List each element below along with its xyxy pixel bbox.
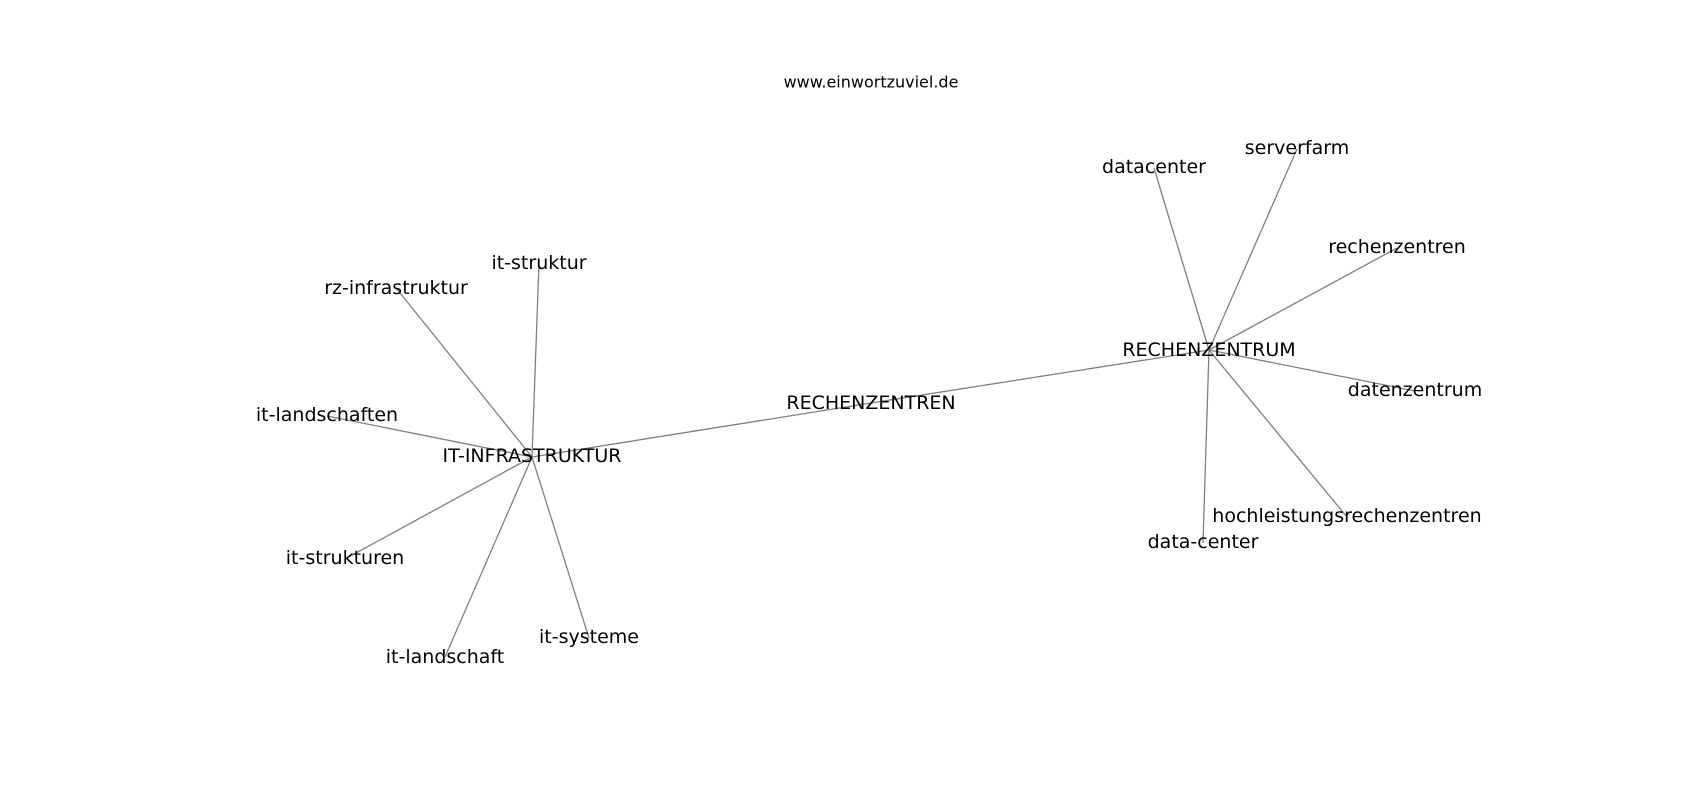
edge-center-to-hub-1 xyxy=(531,402,872,458)
node-hochleistungsrechenzentren: hochleistungsrechenzentren xyxy=(1212,505,1481,527)
node-it-systeme: it-systeme xyxy=(539,626,639,648)
node-it-landschaften: it-landschaften xyxy=(256,404,398,426)
edge-hub2-data-center xyxy=(1202,349,1210,544)
edge-hub1-it-landschaften xyxy=(326,415,533,458)
labels-layer: www.einwortzuviel.de RECHENZENTREN IT-IN… xyxy=(256,73,1482,669)
node-data-center: data-center xyxy=(1148,531,1259,553)
node-datacenter: datacenter xyxy=(1102,156,1206,178)
node-datenzentrum: datenzentrum xyxy=(1348,379,1482,401)
node-hub-rechenzentrum: RECHENZENTRUM xyxy=(1122,339,1295,361)
node-it-landschaft: it-landschaft xyxy=(386,646,504,668)
edge-hub2-hochleistungsrechenzentren xyxy=(1208,349,1348,518)
edge-hub2-rechenzentren xyxy=(1208,247,1398,351)
edge-hub1-it-landschaft xyxy=(444,456,533,658)
edge-hub2-serverfarm xyxy=(1208,148,1298,351)
edge-hub1-it-struktur xyxy=(531,262,540,458)
edge-center-to-hub-2 xyxy=(870,349,1210,404)
edges-layer xyxy=(326,148,1416,658)
node-it-struktur: it-struktur xyxy=(491,252,586,274)
edge-hub2-datenzentrum xyxy=(1208,349,1416,392)
node-it-strukturen: it-strukturen xyxy=(286,547,404,569)
site-title: www.einwortzuviel.de xyxy=(784,73,959,92)
node-serverfarm: serverfarm xyxy=(1245,137,1349,159)
edge-hub1-rz-infrastruktur xyxy=(395,287,533,458)
edge-hub1-it-strukturen xyxy=(344,456,533,560)
edge-hub1-it-systeme xyxy=(531,456,590,639)
node-rz-infrastruktur: rz-infrastruktur xyxy=(324,277,468,299)
edge-hub2-datacenter xyxy=(1153,167,1210,351)
node-rechenzentren: rechenzentren xyxy=(1328,236,1466,258)
node-center: RECHENZENTREN xyxy=(786,392,955,414)
node-hub-it-infrastruktur: IT-INFRASTRUKTUR xyxy=(443,445,622,467)
